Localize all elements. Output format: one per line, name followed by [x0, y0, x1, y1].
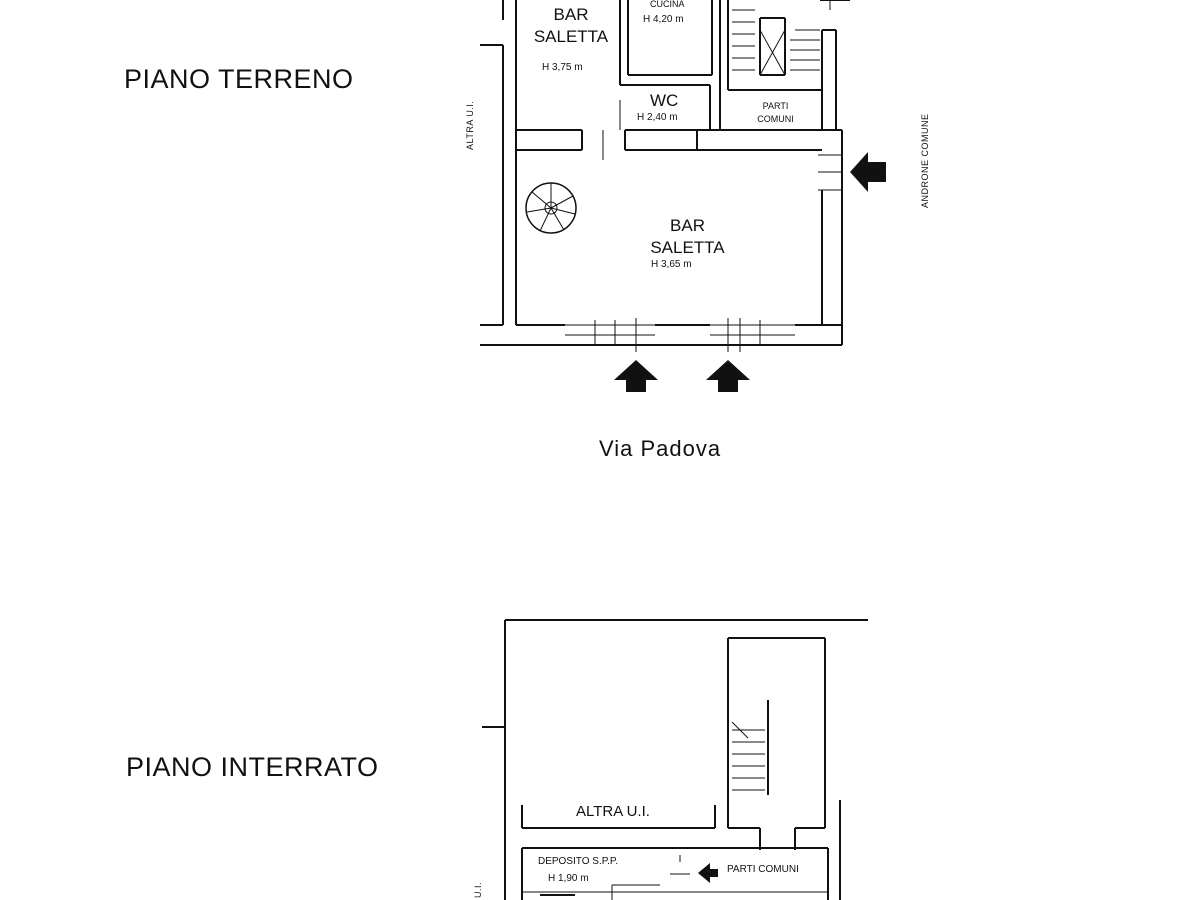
- room-bar-top-name: BAR SALETTA: [533, 5, 609, 47]
- room-bar-top-height: H 3,75 m: [542, 62, 583, 73]
- basement-other-unit-label: ALTRA U.I.: [576, 803, 650, 820]
- basement-side-unit-label: U.I.: [473, 881, 483, 898]
- entrance-arrows: [614, 152, 886, 883]
- basement-title: PIANO INTERRATO: [126, 752, 379, 782]
- arrow-right-entrance: [850, 152, 886, 192]
- room-bar-main-height: H 3,65 m: [651, 259, 692, 270]
- basement-walls: [482, 619, 868, 900]
- arrow-up-entrance-1: [614, 360, 658, 392]
- room-wc-height: H 2,40 m: [637, 112, 678, 123]
- room-kitchen-height: H 4,20 m: [643, 14, 684, 25]
- room-common-name: PARTI COMUNI: [757, 101, 794, 124]
- ground-other-unit-label: ALTRA U.I.: [465, 100, 475, 150]
- room-bar-main-name: BAR SALETTA: [650, 216, 725, 258]
- basement-common-label: PARTI COMUNI: [727, 864, 799, 875]
- arrow-left-basement: [698, 863, 718, 883]
- basement-storage-label: DEPOSITO S.P.P.: [538, 856, 619, 867]
- ground-floor-walls: [480, 0, 850, 352]
- street-label: Via Padova: [599, 436, 722, 461]
- room-wc-name: WC: [650, 91, 679, 110]
- room-kitchen-name: CUCINA: [650, 0, 685, 9]
- ground-floor-title: PIANO TERRENO: [124, 64, 354, 94]
- basement-storage-height: H 1,90 m: [548, 873, 589, 884]
- arrow-up-entrance-2: [706, 360, 750, 392]
- common-hall-label: ANDRONE COMUNE: [920, 113, 930, 208]
